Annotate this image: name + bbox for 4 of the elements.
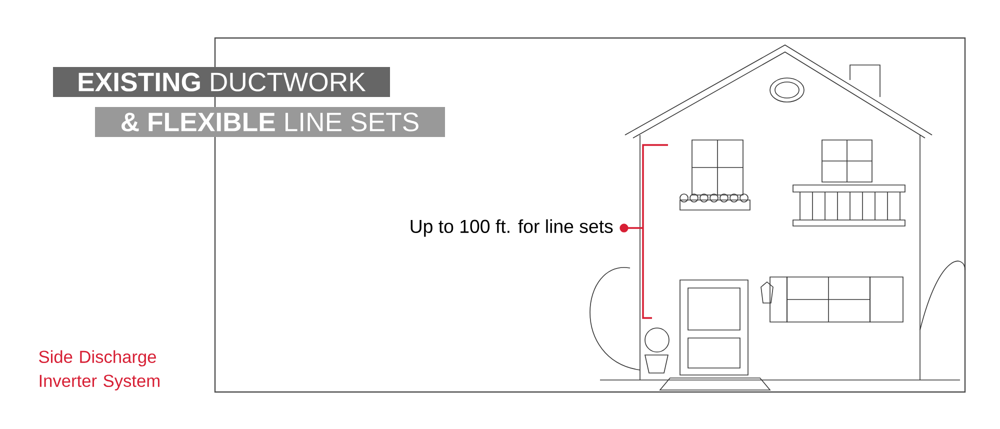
product-description: Side Discharge Inverter System — [39, 350, 160, 390]
banner: EXISTING DUCTWORK — [53, 67, 390, 97]
banner: & FLEXIBLE LINE SETS — [95, 107, 445, 137]
dimension-label: Up to 100 ft. for line sets — [410, 219, 613, 237]
